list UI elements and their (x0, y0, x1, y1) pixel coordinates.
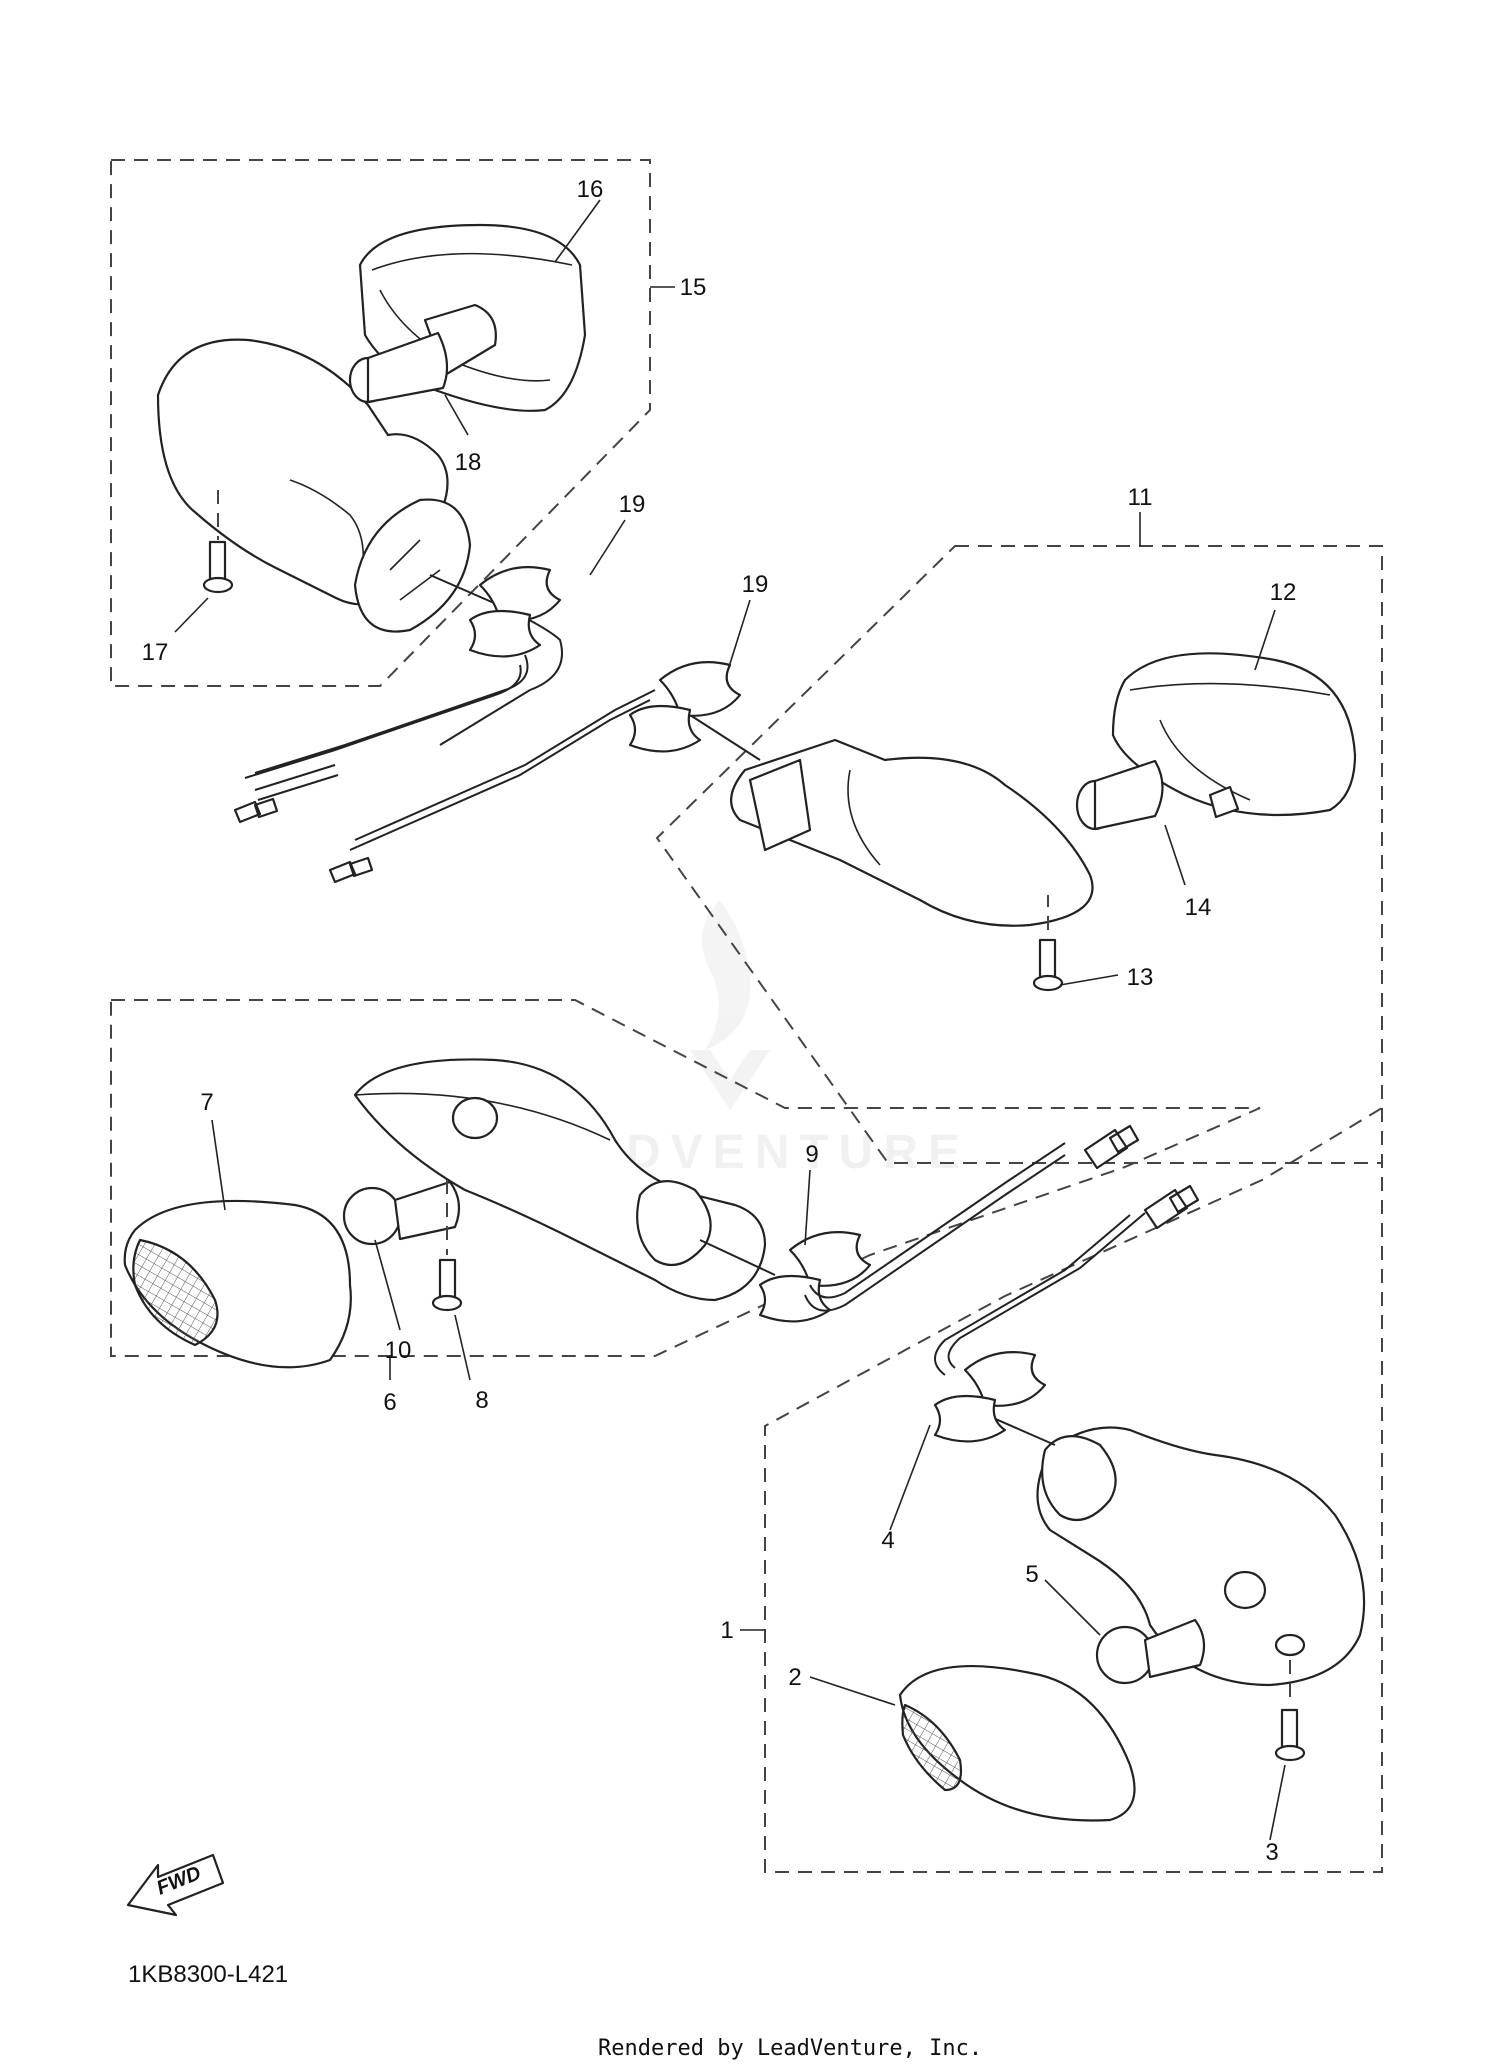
grommet-19-top (468, 566, 562, 658)
screw-8 (431, 1258, 463, 1312)
callout-11: 11 (1128, 484, 1153, 511)
turn-signal-assembly-1 (974, 1409, 1366, 1687)
wire-harness-15 (254, 654, 529, 774)
callout-7: 7 (200, 1089, 213, 1116)
callout-5: 5 (1025, 1561, 1038, 1588)
leader-lines (174, 199, 1286, 1841)
callout-9: 9 (805, 1141, 818, 1168)
bulb-socket-18 (348, 303, 497, 404)
callout-14: 14 (1185, 894, 1212, 921)
callout-8: 8 (475, 1387, 488, 1414)
diagram-code: 1KB8300-L421 (128, 1961, 288, 1988)
callout-16: 16 (577, 176, 604, 203)
lens-7 (123, 1199, 352, 1369)
bulb-14 (1075, 759, 1240, 831)
callout-1: 1 (720, 1617, 733, 1644)
screw-3 (1274, 1708, 1306, 1762)
bulb-5 (1095, 1618, 1206, 1685)
callout-3: 3 (1265, 1839, 1278, 1866)
turn-signal-assembly-11 (689, 714, 1094, 927)
turn-signal-assembly-15 (156, 338, 563, 746)
wire-harness-1 (934, 1214, 1131, 1376)
callout-17: 17 (142, 639, 169, 666)
credit-text: Rendered by LeadVenture, Inc. (598, 2036, 982, 2061)
wire-harness-6 (804, 1154, 1066, 1312)
callout-10: 10 (385, 1337, 412, 1364)
callout-4: 4 (881, 1527, 894, 1554)
bulb-10 (342, 1180, 461, 1246)
group-box-15 (110, 159, 651, 687)
callout-13: 13 (1127, 964, 1154, 991)
callout-18: 18 (455, 449, 482, 476)
grommet-9 (758, 1231, 872, 1323)
grommet-19-middle (628, 661, 742, 753)
wire-harness-11 (354, 689, 656, 841)
screw-17 (202, 540, 234, 594)
screw-13 (1032, 938, 1064, 992)
callout-19-top: 19 (619, 491, 646, 518)
turn-signal-assembly-6 (353, 1058, 776, 1302)
callout-15: 15 (680, 274, 707, 301)
grommet-4 (933, 1351, 1047, 1443)
callout-6: 6 (383, 1389, 396, 1416)
callout-2: 2 (788, 1664, 801, 1691)
lens-2 (898, 1665, 1136, 1822)
fwd-arrow-icon: FWD (126, 1853, 225, 1917)
callout-12: 12 (1270, 579, 1297, 606)
group-box-1 (764, 1106, 1383, 1873)
callout-19-middle: 19 (742, 571, 769, 598)
